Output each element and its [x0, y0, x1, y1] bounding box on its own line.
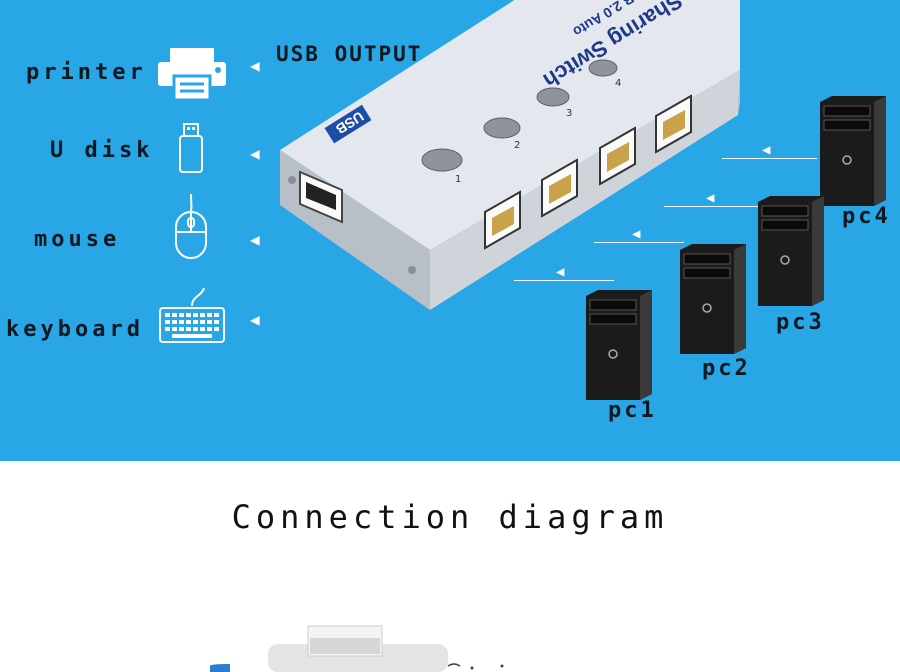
left-arrow-icon: ◀	[250, 310, 260, 329]
desktop-pc-icon	[586, 290, 652, 400]
port-number: 1	[455, 174, 461, 185]
usb-flash-drive-icon	[179, 123, 203, 173]
page-title: Connection diagram	[231, 498, 669, 536]
connection-line	[594, 242, 684, 243]
keyboard-label: keyboard	[6, 317, 144, 342]
port-number: 4	[615, 78, 621, 89]
left-arrow-icon: ◀	[250, 144, 260, 163]
left-arrow-icon: ◀	[762, 142, 771, 158]
left-arrow-icon: ◀	[632, 226, 641, 242]
pc1-label: pc1	[608, 398, 657, 423]
usb-output-label: USB OUTPUT	[276, 42, 423, 66]
port-number: 2	[514, 140, 520, 151]
pc2-label: pc2	[702, 356, 751, 381]
pc3-label: pc3	[776, 310, 825, 335]
device-photo-partial	[210, 625, 504, 672]
left-arrow-icon: ◀	[250, 56, 260, 75]
printer-icon	[158, 48, 226, 102]
desktop-pc-icon	[820, 96, 886, 206]
left-arrow-icon: ◀	[250, 230, 260, 249]
desktop-pc-icon	[680, 244, 746, 354]
port-number: 3	[566, 108, 572, 119]
connection-line	[722, 158, 817, 159]
desktop-pc-icon	[758, 196, 824, 306]
mouse-icon	[175, 193, 207, 259]
connection-diagram-panel: USB OUTPUT printer U disk mouse keyboard	[0, 0, 900, 461]
left-arrow-icon: ◀	[706, 190, 715, 206]
printer-label: printer	[26, 60, 147, 85]
pc4-label: pc4	[842, 204, 891, 229]
mouse-label: mouse	[34, 227, 121, 252]
u-disk-label: U disk	[50, 138, 154, 163]
connection-line	[514, 280, 614, 281]
left-arrow-icon: ◀	[556, 264, 565, 280]
connection-line	[664, 206, 759, 207]
keyboard-icon	[159, 287, 225, 343]
usb-sharing-switch-device: 1 2 3 4 USB Sharing Switch USB 2.0 Auto	[280, 0, 740, 310]
